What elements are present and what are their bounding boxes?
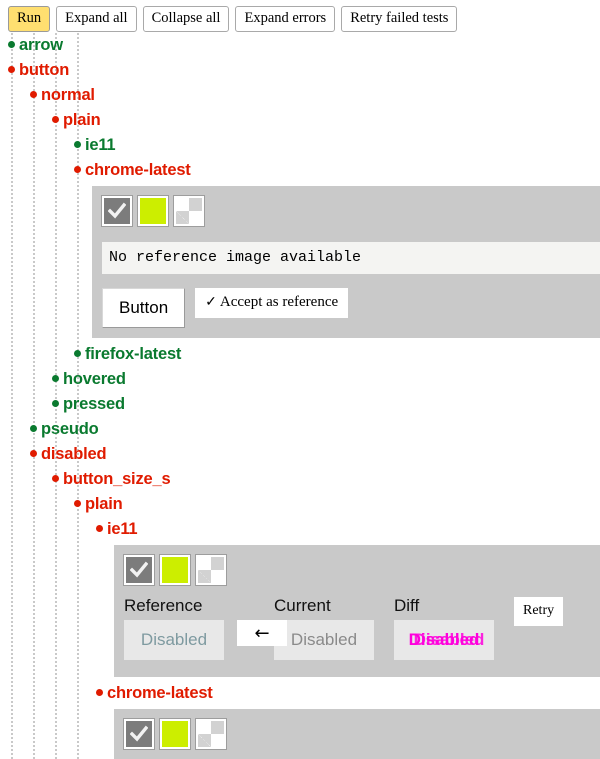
- swatch-checkmark[interactable]: [101, 195, 133, 227]
- tree-node-button-size-s[interactable]: button_size_s: [8, 467, 600, 492]
- swatch-color[interactable]: [137, 195, 169, 227]
- tree-node-pseudo[interactable]: pseudo: [8, 417, 600, 442]
- status-fail-icon: [8, 66, 15, 74]
- tree-node-pressed[interactable]: pressed: [8, 392, 600, 417]
- tree-node-plain[interactable]: plain: [8, 492, 600, 517]
- status-pass-icon: [30, 425, 37, 433]
- swatch-row: [123, 718, 600, 750]
- copy-current-to-reference-arrow-icon[interactable]: ←: [237, 620, 287, 646]
- status-pass-icon: [74, 141, 81, 149]
- swatch-checkerboard[interactable]: [195, 554, 227, 586]
- swatch-checkerboard[interactable]: [173, 195, 205, 227]
- indent-guide: [55, 33, 58, 759]
- result-panel-compare-clipped: [114, 709, 600, 759]
- tree-node-label: ie11: [85, 136, 116, 154]
- tree-node-label: firefox-latest: [85, 345, 182, 363]
- indent-guide: [77, 33, 80, 759]
- tree-node-label: hovered: [63, 370, 126, 388]
- tree-node-ie11[interactable]: ie11: [8, 133, 600, 158]
- status-pass-icon: [8, 41, 15, 49]
- expand-all-button[interactable]: Expand all: [56, 6, 137, 32]
- current-label: Current: [274, 596, 331, 615]
- tree-node-label: chrome-latest: [85, 161, 191, 179]
- diff-overlay-text: Disabled: [413, 630, 485, 649]
- status-pass-icon: [74, 350, 81, 358]
- swatch-checkerboard[interactable]: [195, 718, 227, 750]
- rendered-sample-button[interactable]: Button: [102, 288, 186, 328]
- current-image: Disabled: [274, 620, 374, 660]
- status-fail-icon: [52, 475, 59, 483]
- diff-label: Diff: [394, 596, 420, 615]
- tree-node-plain[interactable]: plain: [8, 108, 600, 133]
- status-fail-icon: [52, 116, 59, 124]
- tree-node-label: normal: [41, 86, 95, 104]
- panel-actions: Button ✓Accept as reference: [102, 288, 600, 328]
- tree-node-label: ie11: [107, 520, 138, 538]
- tree-node-label: pressed: [63, 395, 125, 413]
- tree-node-chrome-latest[interactable]: chrome-latest: [8, 158, 600, 183]
- tree-node-label: disabled: [41, 445, 107, 463]
- tree-node-firefox-latest[interactable]: firefox-latest: [8, 342, 600, 367]
- tree-node-arrow[interactable]: arrow: [8, 33, 600, 58]
- swatch-row: [101, 195, 600, 227]
- swatch-checkmark[interactable]: [123, 718, 155, 750]
- status-fail-icon: [74, 166, 81, 174]
- reference-image: Disabled: [124, 620, 224, 660]
- tree-node-chrome-latest[interactable]: chrome-latest: [8, 681, 600, 706]
- swatch-color[interactable]: [159, 718, 191, 750]
- tree-node-label: button_size_s: [63, 470, 171, 488]
- expand-errors-button[interactable]: Expand errors: [235, 6, 336, 32]
- tree-node-label: pseudo: [41, 420, 99, 438]
- tree-node-label: arrow: [19, 36, 63, 54]
- tree-node-button[interactable]: button: [8, 58, 600, 83]
- tree-node-label: plain: [63, 111, 101, 129]
- status-fail-icon: [74, 500, 81, 508]
- status-fail-icon: [96, 525, 103, 533]
- indent-guide: [33, 33, 36, 759]
- run-button[interactable]: Run: [8, 6, 51, 32]
- status-fail-icon: [30, 91, 37, 99]
- reference-label: Reference: [124, 596, 203, 615]
- accept-as-reference-button[interactable]: ✓Accept as reference: [195, 288, 349, 318]
- swatch-row: [123, 554, 600, 586]
- retry-test-button[interactable]: Retry: [514, 597, 564, 626]
- status-pass-icon: [52, 400, 59, 408]
- accept-as-reference-label: Accept as reference: [219, 294, 339, 310]
- status-pass-icon: [52, 375, 59, 383]
- retry-failed-tests-button[interactable]: Retry failed tests: [341, 6, 458, 32]
- status-fail-icon: [30, 450, 37, 458]
- indent-guide: [11, 33, 14, 759]
- tree-node-disabled[interactable]: disabled: [8, 442, 600, 467]
- no-reference-message: No reference image available: [102, 242, 600, 274]
- status-fail-icon: [96, 689, 103, 697]
- tree-node-label: button: [19, 61, 70, 79]
- collapse-all-button[interactable]: Collapse all: [142, 6, 230, 32]
- swatch-checkmark[interactable]: [123, 554, 155, 586]
- tree-node-ie11[interactable]: ie11: [8, 517, 600, 542]
- tree-node-label: plain: [85, 495, 123, 513]
- checkmark-icon: ✓: [205, 295, 217, 310]
- tree-node-label: chrome-latest: [107, 684, 213, 702]
- tree-node-normal[interactable]: normal: [8, 83, 600, 108]
- swatch-color[interactable]: [159, 554, 191, 586]
- tree-node-hovered[interactable]: hovered: [8, 367, 600, 392]
